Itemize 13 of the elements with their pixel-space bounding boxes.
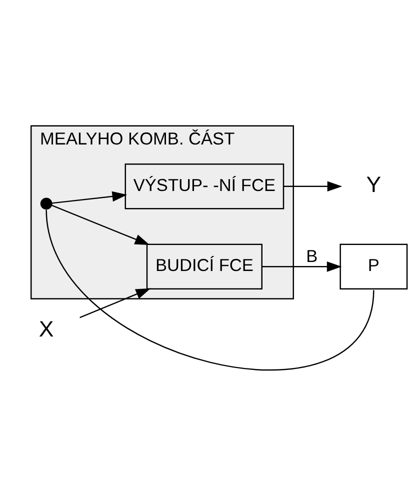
node-box: BUDICÍ FCE (146, 244, 262, 290)
arrow (284, 181, 342, 192)
node-box: VÝSTUP- -NÍ FCE (124, 164, 284, 210)
edge-label: B (306, 246, 318, 266)
arrow (80, 288, 151, 318)
connector (46, 210, 374, 370)
node-text: Y (366, 172, 382, 197)
arrow (52, 191, 128, 204)
node-circle (40, 198, 52, 210)
node-text: X (38, 316, 54, 342)
arrow (51, 204, 150, 245)
arrow (262, 261, 342, 272)
node-box: P (340, 244, 408, 290)
